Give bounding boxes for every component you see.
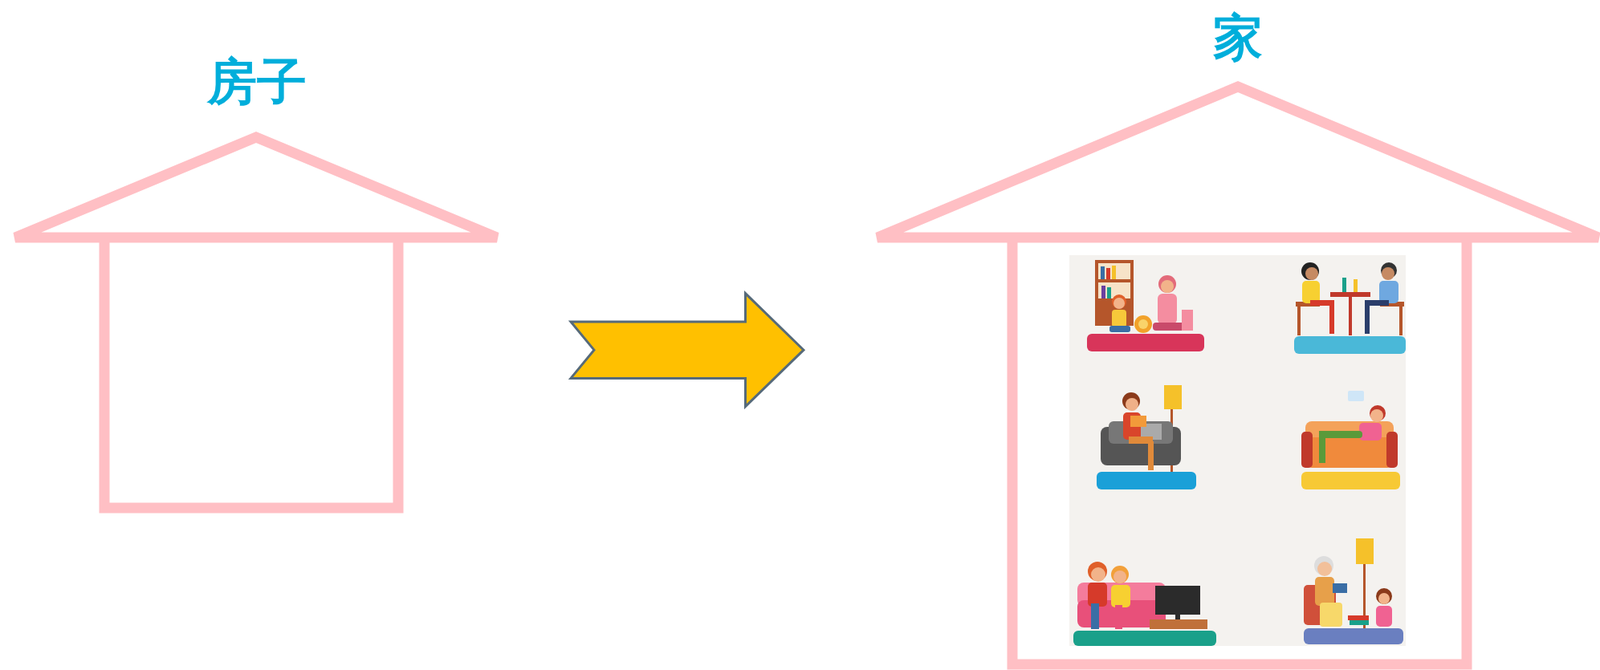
dinner-scene-part [1364, 303, 1370, 334]
sofa-phone-scene-part [1319, 431, 1326, 464]
house-heading: 家 [1213, 8, 1263, 68]
grandma-story-scene [1303, 538, 1404, 645]
sofa-phone-scene-part [1370, 409, 1384, 423]
reading-scene-part [1157, 293, 1177, 325]
dinner-scene-part [1305, 267, 1319, 281]
dinner-scene-part [1381, 267, 1395, 281]
dinner-scene-part [1301, 262, 1320, 281]
reading-scene-part [1152, 322, 1185, 331]
sofa-phone-scene-part [1301, 472, 1401, 490]
reading-scene-part [1098, 282, 1131, 299]
house-roof [877, 86, 1599, 238]
house-wall [104, 237, 399, 509]
tv-scene-part [1149, 619, 1208, 630]
tv-scene-part [1111, 565, 1129, 584]
reading-scene-part [1158, 275, 1177, 294]
grandma-story-scene-part [1303, 628, 1404, 645]
dinner-scene-part [1330, 292, 1371, 298]
sofa-phone-scene-part [1359, 423, 1382, 441]
sofa-phone-scene-part [1319, 431, 1363, 439]
dinner-scene-part [1297, 306, 1301, 336]
house-wall [1012, 237, 1467, 665]
dinner-scene-part [1294, 336, 1406, 355]
dinner-scene-part [1379, 280, 1399, 304]
dinner-scene-part [1329, 303, 1335, 334]
tv-scene-part [1091, 567, 1106, 583]
dinner-scene [1294, 262, 1406, 355]
grandma-story-scene-part [1332, 583, 1348, 594]
sofa-reader-scene-part [1164, 385, 1182, 410]
grandma-story-scene-part [1314, 556, 1334, 576]
grandma-story-scene-part [1347, 615, 1369, 621]
reading-scene-part [1101, 285, 1106, 299]
grandma-story-scene-part [1355, 538, 1374, 565]
grandma-story-scene-part [1378, 593, 1390, 605]
grandma-story-scene-part [1376, 606, 1393, 627]
reading-scene-part [1113, 297, 1125, 310]
dinner-scene-part [1342, 277, 1347, 293]
reading-scene-part [1111, 265, 1116, 280]
grandma-story-scene-part [1319, 602, 1343, 627]
tv-scene-part [1175, 614, 1181, 620]
reading-scene-part [1160, 280, 1174, 294]
grandma-story-scene-part [1349, 620, 1369, 626]
tv-scene-part [1087, 561, 1108, 582]
tv-scene-part [1087, 582, 1108, 607]
reading-scene-part [1111, 294, 1127, 310]
paper-panel [1069, 255, 1406, 647]
block-arrow [570, 293, 804, 408]
reading-scene-part [1087, 333, 1205, 352]
sofa-reader-scene-part [1130, 415, 1147, 428]
reading-scene-part [1100, 266, 1105, 280]
sofa-reader-scene-part [1148, 441, 1154, 471]
sofa-reader-scene-part [1125, 398, 1139, 412]
tv-scene-part [1113, 570, 1127, 584]
house-heading: 房子 [207, 52, 307, 112]
sofa-phone-scene-part [1301, 431, 1313, 469]
dinner-scene-part [1399, 306, 1403, 336]
house-outline [10, 132, 502, 513]
house-node: 家 [872, 81, 1600, 670]
tv-scene-part [1111, 585, 1131, 608]
reading-scene-part [1107, 287, 1112, 299]
tv-scene [1073, 561, 1217, 647]
tv-scene-part [1091, 603, 1100, 630]
sofa-phone-scene-part [1369, 405, 1386, 422]
reading-scene [1087, 260, 1205, 352]
reading-scene-part [1134, 315, 1153, 334]
dinner-scene-part [1302, 280, 1320, 304]
house-node: 房子 [10, 132, 502, 513]
sofa-reader-scene-part [1122, 392, 1140, 411]
grandma-story-scene-part [1317, 561, 1332, 577]
reading-scene-part [1106, 268, 1111, 280]
house-outline [872, 81, 1600, 670]
tv-scene-part [1073, 631, 1217, 647]
sofa-reader-scene [1096, 385, 1197, 490]
dinner-scene-part [1353, 279, 1358, 293]
sofa-phone-scene-part [1347, 390, 1364, 402]
reading-scene-part [1109, 325, 1131, 333]
reading-scene-part [1138, 319, 1149, 330]
reading-scene-part [1098, 263, 1131, 280]
sofa-phone-scene-part [1305, 437, 1394, 469]
dinner-scene-part [1348, 297, 1352, 336]
reading-scene-part [1111, 309, 1127, 328]
reading-scene-part [1181, 309, 1193, 331]
sofa-reader-scene-part [1096, 472, 1197, 490]
grandma-story-scene-part [1376, 588, 1393, 605]
sofa-phone-scene-part [1386, 431, 1398, 469]
tv-scene-part [1115, 605, 1123, 630]
grandma-story-scene-part [1315, 577, 1335, 607]
sofa-phone-scene [1301, 390, 1401, 490]
tv-scene-part [1155, 586, 1201, 615]
house-roof [15, 137, 497, 238]
